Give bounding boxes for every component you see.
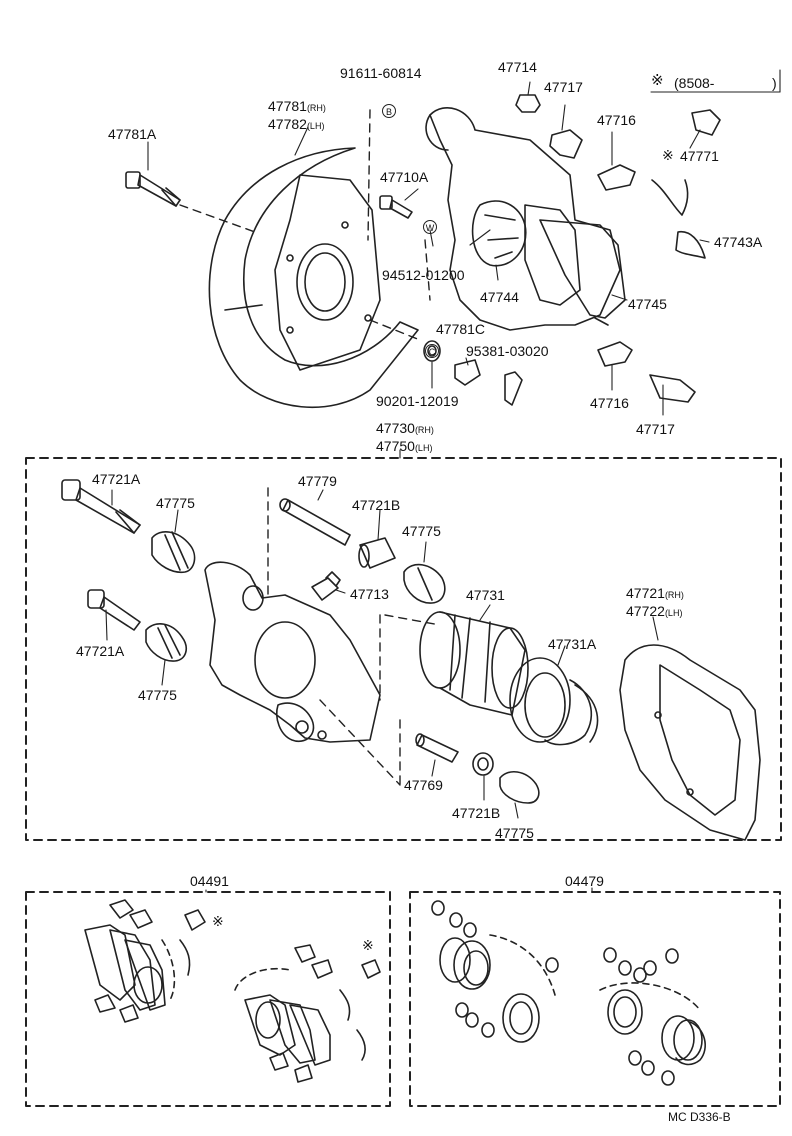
label-47717-bottom: 47717 xyxy=(636,421,675,437)
label-47721A-upper: 47721A xyxy=(92,471,141,487)
label-47782: 47782 xyxy=(268,116,307,132)
mark-c-circle: C xyxy=(425,344,439,358)
label-lh-3: (LH) xyxy=(664,608,683,618)
label-47721B-upper: 47721B xyxy=(352,497,401,513)
kit-04491-parts xyxy=(84,899,381,1083)
label-47775-bottom: 47775 xyxy=(495,825,534,841)
label-47721A-lower: 47721A xyxy=(76,643,125,659)
boot-47775-lower xyxy=(145,623,187,662)
label-94512-01200: 94512-01200 xyxy=(382,267,465,283)
piston-47731 xyxy=(419,611,529,716)
bolt-47721A-upper xyxy=(61,479,141,534)
label-47716-bottom: 47716 xyxy=(590,395,629,411)
label-04491: 04491 xyxy=(190,873,229,889)
bushing-47721B-lower xyxy=(472,752,494,776)
bleeder-47713 xyxy=(311,571,341,601)
label-47769: 47769 xyxy=(404,777,443,793)
bushing-47721B-upper xyxy=(358,537,396,569)
label-lh: (LH) xyxy=(306,121,325,131)
note-close: ) xyxy=(772,75,777,91)
label-47743A: 47743A xyxy=(714,234,763,250)
label-47781C: 47781C xyxy=(436,321,486,337)
label-rh-2: (RH) xyxy=(414,425,434,435)
caliper-bracket xyxy=(425,106,621,331)
label-rh: (RH) xyxy=(306,103,326,113)
bolt-47721A-lower xyxy=(87,589,141,631)
label-47730: 47730 xyxy=(376,420,415,436)
label-47731: 47731 xyxy=(466,587,505,603)
label-47781-47782: 47781(RH) 47782(LH) xyxy=(268,98,326,134)
label-90201-12019: 90201-12019 xyxy=(376,393,459,409)
footer-code: MC D336-B xyxy=(668,1110,731,1124)
label-47714: 47714 xyxy=(498,59,537,75)
label-47722: 47722 xyxy=(626,603,665,619)
label-47775-lower: 47775 xyxy=(138,687,177,703)
star-mark-kit-2: ※ xyxy=(362,937,374,953)
label-47710A: 47710A xyxy=(380,169,429,185)
note-text: (8508- xyxy=(674,75,715,91)
label-47721-47722: 47721(RH) 47722(LH) xyxy=(626,585,684,621)
label-47744: 47744 xyxy=(480,289,519,305)
boot-47775-upper xyxy=(151,531,196,574)
label-47779: 47779 xyxy=(298,473,337,489)
label-47721B-lower: 47721B xyxy=(452,805,501,821)
label-47713: 47713 xyxy=(350,586,389,602)
label-47781A: 47781A xyxy=(108,126,157,142)
caliper-body xyxy=(204,561,381,743)
bolt-47781A xyxy=(125,171,181,207)
label-47716-top: 47716 xyxy=(597,112,636,128)
pin-47779 xyxy=(279,498,351,546)
kit-04479-parts xyxy=(431,900,706,1086)
star-mark-47771: ※ xyxy=(662,147,674,163)
note-symbol: ※ xyxy=(651,72,664,89)
label-lh-2: (LH) xyxy=(414,443,433,453)
label-47750: 47750 xyxy=(376,438,415,454)
label-04479: 04479 xyxy=(565,873,604,889)
dust-cover-plate xyxy=(208,147,419,408)
label-47775-upper: 47775 xyxy=(156,495,195,511)
caliper-cover xyxy=(619,644,761,841)
label-91611-60814: 91611-60814 xyxy=(340,65,422,81)
bolt-47710A xyxy=(379,195,413,219)
label-47721: 47721 xyxy=(626,585,665,601)
star-mark-kit-1: ※ xyxy=(212,913,224,929)
label-47775-right: 47775 xyxy=(402,523,441,539)
label-47745: 47745 xyxy=(628,296,667,312)
label-47781: 47781 xyxy=(268,98,307,114)
boot-47775-bottom xyxy=(499,771,540,804)
label-95381-03020: 95381-03020 xyxy=(466,343,549,359)
mark-w-circle: W xyxy=(423,220,437,234)
label-rh-3: (RH) xyxy=(664,590,684,600)
label-47717-top: 47717 xyxy=(544,79,583,95)
label-47771: 47771 xyxy=(680,148,719,164)
pin-47769 xyxy=(415,733,459,763)
label-47730-47750: 47730(RH) 47750(LH) xyxy=(376,420,434,456)
label-47731A: 47731A xyxy=(548,636,597,652)
brake-pads xyxy=(524,204,626,326)
clips xyxy=(515,94,721,403)
boot-47775-right xyxy=(403,563,446,604)
seal-47731A xyxy=(509,657,599,746)
mark-b-circle: B xyxy=(382,104,396,118)
